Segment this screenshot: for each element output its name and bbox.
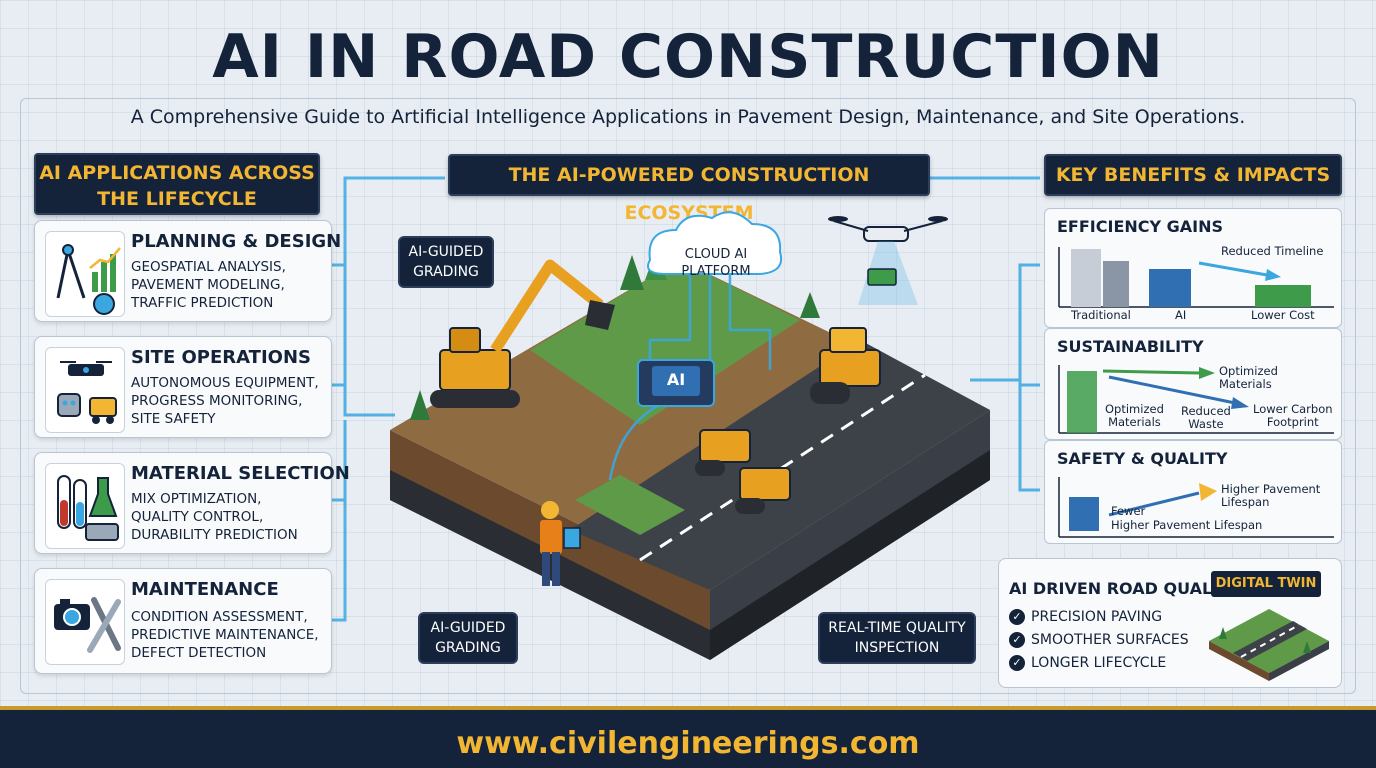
- digital-twin-badge: DIGITAL TWIN: [1211, 571, 1321, 597]
- test-tube-icon: [45, 463, 125, 549]
- callout-real-time-quality-inspection: REAL-TIME QUALITY INSPECTION: [818, 612, 976, 664]
- quality-item: ✓ PRECISION PAVING: [1009, 609, 1162, 625]
- check-icon: ✓: [1009, 609, 1025, 625]
- ai-chip-label: AI: [666, 370, 686, 389]
- card-line: DURABILITY PREDICTION: [131, 527, 298, 543]
- ecosystem-header: THE AI-POWERED CONSTRUCTION ECOSYSTEM: [448, 154, 930, 224]
- cloud-line2: PLATFORM: [681, 264, 751, 279]
- page-subtitle: A Comprehensive Guide to Artificial Inte…: [130, 106, 1246, 128]
- card-site-operations: SITE OPERATIONS AUTONOMOUS EQUIPMENT, PR…: [34, 336, 332, 438]
- lifecycle-header: AI APPLICATIONS ACROSS THE LIFECYCLE: [34, 153, 320, 215]
- lifecycle-header-line2: THE LIFECYCLE: [97, 188, 257, 210]
- card-line: TRAFFIC PREDICTION: [131, 295, 274, 311]
- sustainability-chart: [1058, 365, 1334, 434]
- label-line: Optimized: [1219, 364, 1278, 378]
- footer-url[interactable]: www.civilengineerings.com: [456, 726, 920, 761]
- cloud-line1: CLOUD AI: [684, 247, 748, 262]
- label-line: Waste: [1188, 417, 1224, 431]
- card-title: SITE OPERATIONS: [131, 347, 311, 368]
- sustainability-carbon-label: Lower Carbon Footprint: [1253, 403, 1333, 429]
- card-line: GEOSPATIAL ANALYSIS,: [131, 259, 286, 275]
- efficiency-arrow-label: Reduced Timeline: [1221, 244, 1324, 258]
- sustainability-waste-label: Reduced Waste: [1181, 405, 1231, 431]
- callout-line2: GRADING: [435, 640, 501, 656]
- efficiency-bar-chart: [1058, 247, 1334, 308]
- construction-site-illustration: [390, 211, 990, 660]
- card-title: MAINTENANCE: [131, 579, 279, 600]
- card-line: PAVEMENT MODELING,: [131, 277, 285, 293]
- label-line: Higher Pavement: [1221, 482, 1321, 496]
- digital-twin-road-icon: [1209, 609, 1329, 681]
- card-line: AUTONOMOUS EQUIPMENT,: [131, 375, 319, 391]
- safety-bottom-label: Higher Pavement Lifespan: [1111, 518, 1263, 532]
- label-line: Optimized: [1105, 402, 1164, 416]
- callout-ai-guided-grading-bottom: AI-GUIDED GRADING: [418, 612, 518, 664]
- lifecycle-header-line1: AI APPLICATIONS ACROSS: [39, 162, 315, 184]
- callout-line1: AI-GUIDED: [430, 620, 506, 636]
- card-line: SITE SAFETY: [131, 411, 216, 427]
- quality-item: ✓ SMOOTHER SURFACES: [1009, 632, 1189, 648]
- panel-efficiency-gains: EFFICIENCY GAINS Reduced Timeline Tradit…: [1044, 208, 1342, 328]
- sustainability-arrow1-label: Optimized Materials: [1219, 365, 1278, 391]
- quality-item-label: LONGER LIFECYCLE: [1031, 655, 1167, 671]
- compass-chart-icon: [45, 231, 125, 317]
- label-line: Materials: [1219, 377, 1272, 391]
- cloud-ai-platform-label: CLOUD AI PLATFORM: [652, 246, 780, 280]
- card-maintenance: MAINTENANCE CONDITION ASSESSMENT, PREDIC…: [34, 568, 332, 674]
- panel-safety-quality: SAFETY & QUALITY Higher Pavement Lifespa…: [1044, 440, 1342, 544]
- label-line: Reduced: [1181, 404, 1231, 418]
- card-title: MATERIAL SELECTION: [131, 463, 350, 484]
- card-title: PLANNING & DESIGN: [131, 231, 342, 252]
- quality-title: AI DRIVEN ROAD QUALITY: [1009, 579, 1241, 598]
- safety-chart: [1058, 477, 1334, 538]
- camera-wrench-icon: [45, 579, 125, 665]
- content-frame: [20, 98, 1356, 694]
- quality-item-label: PRECISION PAVING: [1031, 609, 1163, 625]
- page-title: AI IN ROAD CONSTRUCTION: [212, 22, 1164, 92]
- callout-line1: REAL-TIME QUALITY: [828, 620, 966, 636]
- benefits-header: KEY BENEFITS & IMPACTS: [1044, 154, 1342, 196]
- check-icon: ✓: [1009, 632, 1025, 648]
- efficiency-title: EFFICIENCY GAINS: [1057, 217, 1224, 236]
- efficiency-label-traditional: Traditional: [1071, 308, 1131, 322]
- quality-item: ✓ LONGER LIFECYCLE: [1009, 655, 1166, 671]
- efficiency-label-lower-cost: Lower Cost: [1251, 308, 1315, 322]
- callout-line1: AI-GUIDED: [408, 244, 484, 260]
- drone-icon: [828, 216, 948, 305]
- card-line: MIX OPTIMIZATION,: [131, 491, 262, 507]
- quality-item-label: SMOOTHER SURFACES: [1031, 632, 1189, 648]
- card-line: CONDITION ASSESSMENT,: [131, 609, 308, 625]
- label-line: Lifespan: [1221, 495, 1270, 509]
- callout-line2: INSPECTION: [854, 640, 940, 656]
- card-line: QUALITY CONTROL,: [131, 509, 264, 525]
- sustainability-bar-label: Optimized Materials: [1105, 403, 1164, 429]
- label-line: Materials: [1108, 415, 1161, 429]
- card-line: PROGRESS MONITORING,: [131, 393, 303, 409]
- sustainability-title: SUSTAINABILITY: [1057, 337, 1204, 356]
- card-line: PREDICTIVE MAINTENANCE,: [131, 627, 319, 643]
- label-line: Lower Carbon: [1253, 402, 1333, 416]
- card-planning-design: PLANNING & DESIGN GEOSPATIAL ANALYSIS, P…: [34, 220, 341, 322]
- card-material-selection: MATERIAL SELECTION MIX OPTIMIZATION, QUA…: [34, 452, 350, 554]
- label-line: Footprint: [1266, 415, 1319, 429]
- drone-robot-icon: [45, 347, 125, 433]
- check-icon: ✓: [1009, 655, 1025, 671]
- efficiency-label-ai: AI: [1175, 308, 1187, 322]
- callout-line2: GRADING: [413, 264, 479, 280]
- safety-arrow-label: Higher Pavement Lifespan: [1221, 483, 1320, 509]
- card-line: DEFECT DETECTION: [131, 645, 267, 661]
- safety-title: SAFETY & QUALITY: [1057, 449, 1228, 468]
- footer-bar: www.civilengineerings.com: [0, 706, 1376, 768]
- panel-sustainability: SUSTAINABILITY Optimized Materials Optim…: [1044, 328, 1342, 440]
- safety-fewer-label: Fewer: [1111, 504, 1146, 518]
- callout-ai-guided-grading-top: AI-GUIDED GRADING: [398, 236, 494, 288]
- panel-ai-driven-road-quality: AI DRIVEN ROAD QUALITY DIGITAL TWIN ✓ PRE…: [998, 558, 1342, 688]
